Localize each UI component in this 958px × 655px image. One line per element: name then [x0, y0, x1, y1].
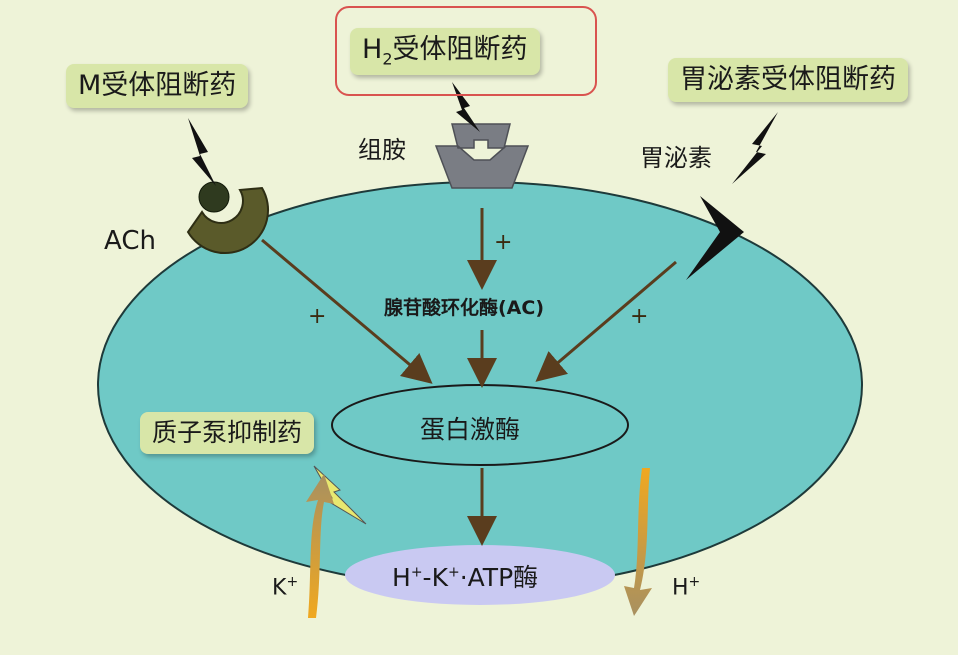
arrow-ach-to-kinase [261, 238, 433, 384]
protein-kinase-label: 蛋白激酶 [420, 415, 521, 444]
gastrin-receptor-shape [686, 196, 744, 280]
histamine-label: 组胺 [358, 136, 406, 164]
m-blocker-label: M受体阻断药 [66, 64, 249, 109]
lightning-m-icon [188, 118, 216, 186]
ac-label: 腺苷酸环化酶(AC) [384, 297, 545, 319]
gastrin-label: 胃泌素 [640, 144, 712, 172]
h-ion-arrow [624, 468, 652, 616]
proton-pump-label: H+-K+·ATP酶 [392, 563, 539, 592]
m-receptor-shape [186, 186, 270, 255]
h2-receptor-shape [434, 123, 530, 189]
ach-molecule [198, 181, 230, 213]
k-ion-label: K+ [272, 574, 299, 601]
plus-sign-histamine: + [494, 230, 513, 255]
lightning-gastrin-icon [732, 112, 778, 184]
h2-blocker-label: H2受体阻断药 [350, 28, 540, 75]
ppi-label: 质子泵抑制药 [140, 412, 315, 454]
k-ion-arrow [306, 474, 334, 618]
arrow-gastrin-to-kinase [535, 260, 677, 382]
h2-highlight-frame [335, 6, 597, 96]
proton-pump-ellipse [345, 545, 615, 605]
gastrin-blocker-label: 胃泌素受体阻断药 [668, 58, 908, 103]
h-ion-label: H+ [672, 574, 701, 601]
ach-label: ACh [104, 226, 156, 256]
plus-sign-gastrin: + [630, 304, 649, 329]
plus-sign-ach: + [308, 304, 327, 329]
